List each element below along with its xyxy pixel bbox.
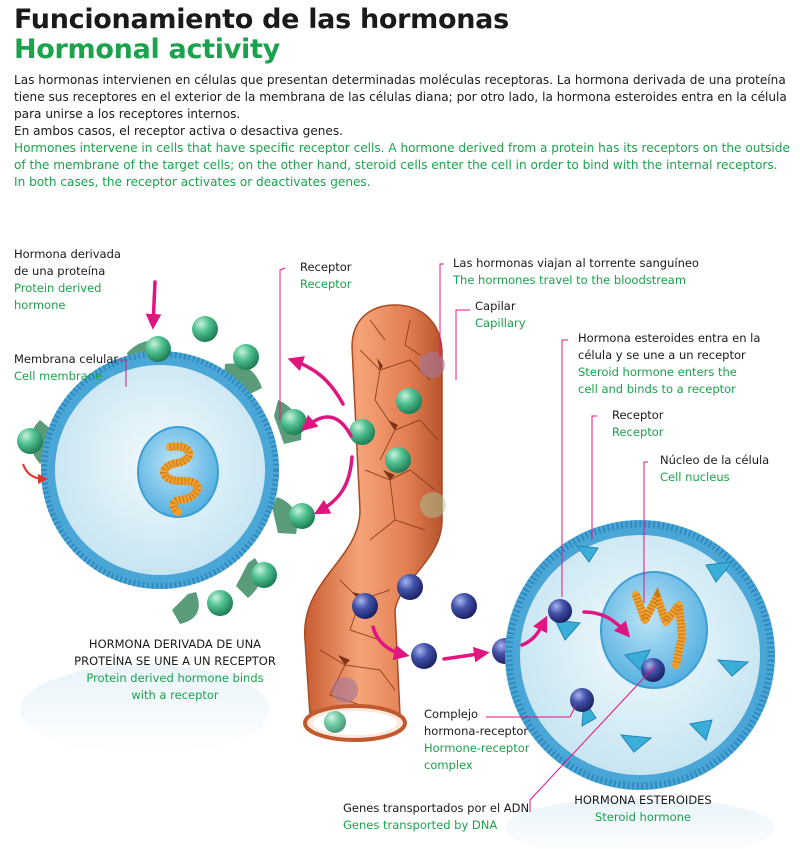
intro-en-2: In both cases, the receptor activates or… xyxy=(14,175,371,189)
right-cell-reflection xyxy=(505,798,775,849)
arrow-to-cell-right xyxy=(301,414,353,438)
steroid-hormone xyxy=(352,593,378,619)
protein-hormone xyxy=(207,590,233,616)
protein-hormone xyxy=(396,388,422,414)
arrow-to-receptor-top xyxy=(145,280,162,330)
label-steroid-enters: Hormona esteroides entra en la célula y … xyxy=(578,331,761,396)
label-protein-hormone: Hormona derivada de una proteína Protein… xyxy=(14,247,121,312)
flow-arrows xyxy=(145,280,631,663)
leader-lines xyxy=(118,263,656,812)
steroid-hormone xyxy=(641,658,665,682)
protein-hormone xyxy=(385,447,411,473)
protein-hormone xyxy=(233,344,259,370)
left-cell-reflection xyxy=(20,665,270,755)
label-receptor-left: Receptor Receptor xyxy=(300,260,352,291)
protein-hormones xyxy=(17,316,315,616)
steroid-hormone xyxy=(397,574,423,600)
label-protein-caption: HORMONA DERIVADA DE UNA PROTEÍNA SE UNE … xyxy=(74,637,276,702)
arrow-into-cell xyxy=(520,615,548,647)
internal-receptors xyxy=(554,545,750,753)
steroid-hormones xyxy=(352,574,518,669)
label-cell-nucleus: Núcleo de la célula Cell nucleus xyxy=(660,453,770,484)
arrow-to-nucleus xyxy=(582,610,631,638)
steroid-hormone xyxy=(548,599,572,623)
left-dna-strand xyxy=(160,442,202,516)
protein-target-cell xyxy=(30,340,302,624)
arrow-to-cell-upper xyxy=(287,356,345,406)
label-receptor-right: Receptor Receptor xyxy=(612,408,664,439)
steroid-hormone xyxy=(411,643,437,669)
protein-hormone xyxy=(349,419,375,445)
arrow-to-cell-lower xyxy=(313,455,354,515)
arrow-to-right-cell xyxy=(442,646,490,663)
label-bloodstream: Las hormonas viajan al torrente sanguíne… xyxy=(453,256,699,287)
hormone-receptor-complex xyxy=(570,688,594,712)
protein-hormone xyxy=(251,562,277,588)
intro-es-2: En ambos casos, el receptor activa o des… xyxy=(14,124,344,138)
arrow-down-capillary xyxy=(371,625,410,661)
intro-es-1: Las hormonas intervienen en células que … xyxy=(14,73,787,121)
protein-hormone xyxy=(281,409,307,435)
capillary-vessel xyxy=(303,304,446,742)
protein-hormone xyxy=(324,711,346,733)
intro-en-1: Hormones intervene in cells that have sp… xyxy=(14,141,790,172)
label-steroid-caption: HORMONA ESTEROIDES Steroid hormone xyxy=(574,793,712,824)
right-dna-strand xyxy=(632,591,686,669)
title-spanish: Funcionamiento de las hormonas xyxy=(14,4,509,35)
title-english: Hormonal activity xyxy=(14,34,280,65)
steroid-hormone xyxy=(451,593,477,619)
protein-hormone xyxy=(17,428,43,454)
label-cell-membrane: Membrana celular Cell membrane xyxy=(14,352,119,383)
steroid-target-cell xyxy=(505,520,775,790)
protein-hormone xyxy=(289,503,315,529)
label-hormone-receptor-complex: Complejo hormona-receptor Hormone-recept… xyxy=(424,707,530,772)
intro-text: Las hormonas intervienen en células que … xyxy=(14,72,790,191)
protein-hormone xyxy=(145,336,171,362)
label-capillary: Capilar Capillary xyxy=(475,299,526,330)
arrow-entering-membrane xyxy=(22,463,48,484)
label-genes-dna: Genes transportados por el ADN Genes tra… xyxy=(343,801,530,832)
protein-hormone xyxy=(192,316,218,342)
